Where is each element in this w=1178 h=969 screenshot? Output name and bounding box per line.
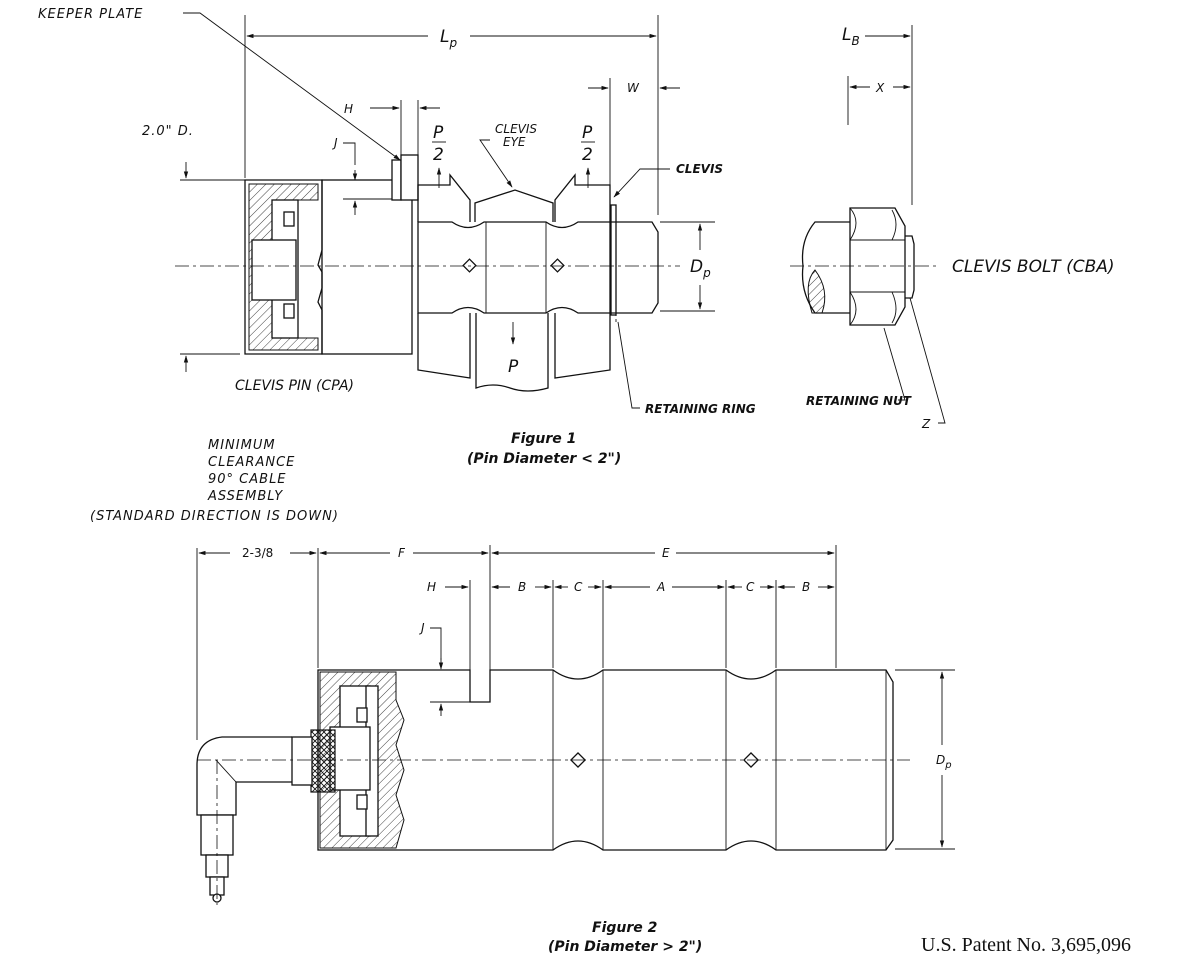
p-label: P [508, 357, 519, 377]
clevis-pin-end [610, 221, 659, 314]
clevis-eye-bottom [475, 313, 549, 392]
figure1-caption-sub: (Pin Diameter < 2") [467, 451, 621, 467]
gauge-marker-2 [550, 258, 565, 273]
lp-label: Lp [440, 27, 457, 50]
fig2-connector-body [329, 726, 371, 791]
fig2-connector-knurl [310, 729, 336, 793]
fig2-gauge-marker-1 [570, 752, 586, 768]
dp-label: Dp [690, 257, 711, 280]
fig2-dp-label: Dp [936, 753, 952, 771]
keeper-plate-leader [183, 12, 401, 161]
x-label: X [875, 81, 885, 95]
p-half-right-num: P [582, 123, 593, 143]
dp-subscript: p [702, 266, 711, 280]
connector-receptacle [251, 239, 297, 301]
retaining-nut-body [849, 207, 906, 326]
note-line-5: (STANDARD DIRECTION IS DOWN) [90, 509, 339, 524]
bolt-tip [905, 235, 915, 299]
retaining-ring-leader [617, 321, 640, 409]
clevis-arm-bottom-right [554, 313, 611, 379]
retaining-nut-label: RETAINING NUT [806, 394, 912, 408]
a-label: A [656, 580, 665, 594]
clevis-arm-top-left [417, 173, 471, 222]
keeper-plate-tab [391, 159, 402, 201]
fig2-elbow-seam [215, 759, 237, 783]
lb-label: LB [842, 25, 860, 48]
gauge-marker-1 [462, 258, 477, 273]
figure1-caption-title: Figure 1 [511, 431, 576, 447]
figure-2: 2-3/8 F E H B C A C B J [196, 545, 955, 955]
h-label: H [344, 102, 353, 116]
clevis-label: CLEVIS [676, 162, 723, 176]
fig2-dp-letter: D [936, 753, 945, 767]
nut-chamfer-bottom-right [891, 291, 897, 324]
dp-letter: D [690, 257, 703, 277]
p-half-left-den: 2 [433, 145, 444, 165]
bolt-break-hatch [807, 269, 826, 314]
figure-1: KEEPER PLATE Lp H J 2.0" D. [38, 7, 756, 467]
p-half-left-num: P [433, 123, 444, 143]
j-leader [343, 142, 356, 165]
keeper-plate-label: KEEPER PLATE [38, 7, 143, 22]
retaining-nut-leader [883, 327, 906, 401]
fig2-connector-collar [291, 736, 313, 786]
figure2-caption-title: Figure 2 [592, 920, 657, 936]
clevis-bolt: LB X CLEVIS BOLT (CBA) RETAINING NUT Z [790, 25, 1115, 431]
clearance-note: MINIMUM CLEARANCE 90° CABLE ASSEMBLY (ST… [90, 438, 339, 524]
fig2-dp-subscript: p [944, 760, 951, 771]
note-line-1: MINIMUM [208, 438, 276, 453]
dia-2in-label: 2.0" D. [142, 124, 194, 139]
housing-front-section [321, 179, 413, 355]
clevis-eye-top [474, 189, 554, 222]
c2-label: C [746, 580, 755, 594]
nut-chamfer-top-right [891, 209, 897, 241]
note-line-4: ASSEMBLY [207, 489, 283, 504]
h2-label: H [427, 580, 436, 594]
fig2-screw-top [356, 707, 368, 723]
clevis-arm-bottom-left [417, 313, 471, 379]
housing-screw-top [283, 211, 295, 227]
z-leader [909, 297, 946, 424]
j2-leader [430, 627, 442, 660]
clevis-arm-top-right [554, 173, 611, 222]
fig2-gauge-marker-2 [743, 752, 759, 768]
j2-label: J [419, 621, 425, 635]
note-line-3: 90° CABLE [208, 472, 287, 487]
fig2-elbow [196, 736, 292, 816]
patent-number: U.S. Patent No. 3,695,096 [921, 934, 1131, 956]
b1-label: B [518, 580, 526, 594]
lb-letter: L [842, 25, 851, 45]
b2-label: B [802, 580, 810, 594]
keeper-plate [400, 154, 419, 201]
e-label: E [662, 546, 670, 560]
w-label: W [627, 81, 640, 95]
j-label: J [332, 136, 338, 150]
lp-letter: L [440, 27, 449, 47]
figure2-caption-sub: (Pin Diameter > 2") [548, 939, 702, 955]
clevis-pin-label: CLEVIS PIN (CPA) [235, 378, 354, 394]
note-line-2: CLEARANCE [208, 455, 295, 470]
lp-subscript: p [448, 36, 457, 50]
housing-screw-bottom [283, 303, 295, 319]
c1-label: C [574, 580, 583, 594]
nut-chamfer-bottom [849, 291, 857, 326]
clevis-eye-label-2: EYE [503, 135, 526, 149]
lb-subscript: B [851, 34, 859, 48]
clevis-bolt-label: CLEVIS BOLT (CBA) [952, 257, 1115, 277]
clevis-leader [613, 168, 670, 198]
clevis-pin-body [417, 221, 611, 314]
fig2-screw-bottom [356, 794, 368, 810]
d238-label: 2-3/8 [242, 546, 273, 560]
p-half-right-den: 2 [582, 145, 593, 165]
clevis-eye-leader [479, 139, 513, 188]
retaining-ring-label: RETAINING RING [645, 402, 756, 416]
nut-chamfer-top [849, 207, 857, 241]
clevis-eye-label-1: CLEVIS [495, 122, 537, 136]
f-label: F [398, 546, 406, 560]
z-label: Z [921, 417, 931, 431]
